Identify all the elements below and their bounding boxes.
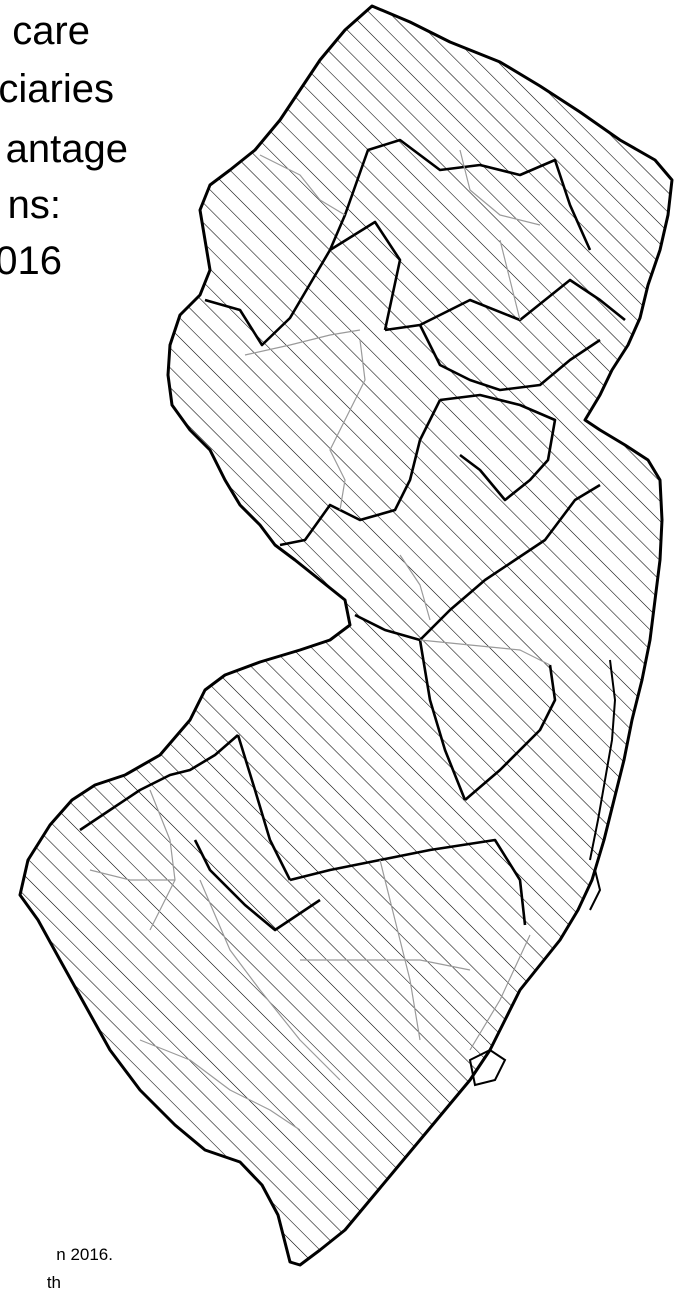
title-line-2: ciaries: [0, 67, 114, 111]
title-line-1: care: [12, 9, 90, 53]
footnote-line-1: n 2016.: [56, 1245, 113, 1264]
footnote-line-2: th: [46, 1273, 61, 1292]
title-line-4: ns:: [7, 183, 61, 227]
state-outline: [18, 4, 674, 1267]
title-line-5: 016: [0, 239, 62, 283]
county-borders: [79, 138, 626, 932]
title-line-3: antage: [5, 127, 128, 171]
map-title: care ciaries antage ns: 016: [0, 0, 681, 300]
coastline-detail: [468, 659, 617, 1087]
minor-borders: [89, 149, 551, 1131]
